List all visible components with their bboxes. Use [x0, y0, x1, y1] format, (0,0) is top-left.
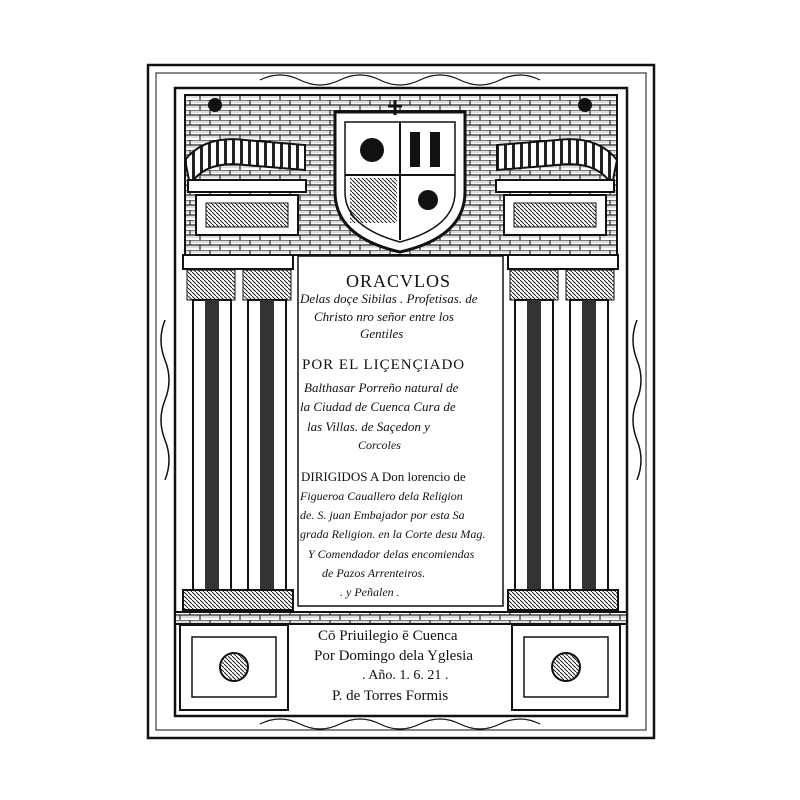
author-line: Balthasar Porreño natural de [304, 380, 459, 395]
subtitle-line: Delas doçe Sibilas . Profetisas. de [300, 291, 478, 306]
scroll-ornament-right [495, 98, 619, 236]
title-heading: ORACVLOS [346, 271, 452, 291]
column-right [507, 254, 619, 611]
scroll-ornament-left [183, 98, 307, 236]
dedication-heading: DIRIGIDOS A Don lorencio de [301, 469, 466, 484]
imprint-line: Por Domingo dela Yglesia [314, 648, 474, 664]
subtitle-line: Christo nro señor entre los [314, 309, 454, 324]
dedication-line: Figueroa Cauallero dela Religion [300, 489, 463, 503]
author-line: la Ciudad de Cuenca Cura de [300, 399, 456, 414]
title-panel [297, 255, 504, 607]
pedestals [174, 611, 628, 711]
coat-of-arms [333, 100, 467, 254]
dedication-line: de Pazos Arrenteiros. [322, 566, 426, 580]
dedication-line: de. S. juan Embajador por esta Sa [300, 508, 465, 522]
dedication-line: grada Religion. en la Corte desu Mag. [300, 527, 486, 541]
author-heading: POR EL LIÇENÇIADO [302, 357, 466, 373]
column-left [182, 254, 294, 611]
ornamental-border [146, 63, 656, 740]
dedication-line: . y Peñalen . [340, 585, 400, 599]
author-line: Corcoles [358, 438, 401, 452]
subtitle-line: Gentiles [360, 326, 404, 341]
author-line: las Villas. de Saçedon y [307, 419, 430, 434]
dedication-line: Y Comendador delas encomiendas [308, 547, 475, 561]
engraver-credit: P. de Torres Formis [332, 688, 449, 704]
imprint-line: . Año. 1. 6. 21 . [362, 668, 449, 683]
imprint-line: Cō Priuilegio ē Cuenca [318, 628, 458, 644]
